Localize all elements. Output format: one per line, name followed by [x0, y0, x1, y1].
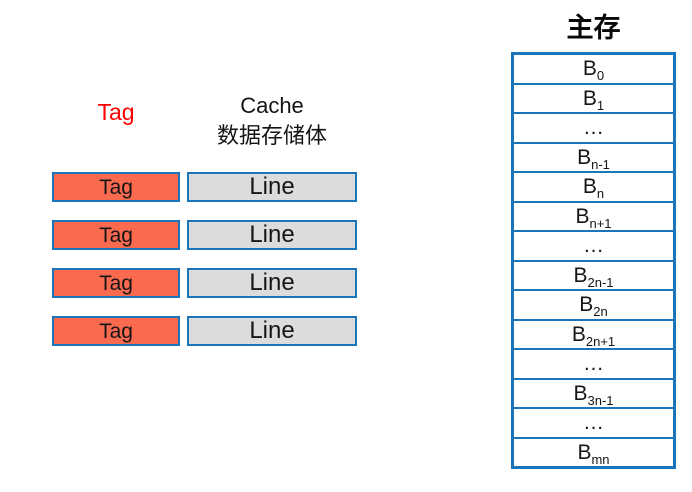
memory-block-row: B3n-1: [514, 377, 673, 408]
memory-block-row: B0: [514, 55, 673, 83]
memory-block-label: B2n-1: [573, 263, 614, 289]
memory-block-label: B0: [582, 57, 605, 83]
memory-block-row: Bmn: [514, 436, 673, 467]
memory-block-label: B3n-1: [573, 381, 614, 407]
memory-block-row: B2n+1: [514, 318, 673, 349]
memory-block-row: Bn-1: [514, 141, 673, 172]
line-box: Line: [187, 172, 357, 202]
cache-column-header: Cache 数据存储体: [182, 91, 362, 151]
cache-column-header-line2: 数据存储体: [216, 123, 327, 148]
cache-row: Tag Line: [52, 220, 357, 250]
memory-block-row: Bn+1: [514, 200, 673, 231]
memory-block-label: …: [583, 411, 604, 435]
cache-row: Tag Line: [52, 172, 357, 202]
main-memory-title: 主存: [566, 13, 621, 43]
memory-block-label: …: [583, 116, 604, 140]
memory-block-label: Bn: [582, 175, 605, 201]
memory-block-row: B1: [514, 82, 673, 113]
tag-box: Tag: [52, 268, 180, 298]
memory-block-row: B2n: [514, 289, 673, 319]
memory-block-label: B1: [582, 86, 605, 112]
memory-block-label: Bn+1: [575, 204, 612, 230]
cache-row: Tag Line: [52, 268, 357, 298]
tag-column-header: Tag: [97, 99, 135, 125]
memory-block-row: …: [514, 348, 673, 378]
tag-box: Tag: [52, 172, 180, 202]
memory-block-row: B2n-1: [514, 259, 673, 290]
line-box: Line: [187, 316, 357, 346]
memory-block-label: …: [583, 352, 604, 376]
tag-box: Tag: [52, 316, 180, 346]
memory-block-label: Bmn: [577, 440, 610, 466]
memory-block-row: Bn: [514, 171, 673, 201]
cache-row: Tag Line: [52, 316, 357, 346]
memory-block-label: B2n+1: [571, 322, 616, 348]
memory-block-label: …: [583, 234, 604, 258]
line-box: Line: [187, 268, 357, 298]
memory-block-row: …: [514, 230, 673, 260]
memory-block-row: …: [514, 112, 673, 142]
memory-block-label: Bn-1: [577, 145, 610, 171]
line-box: Line: [187, 220, 357, 250]
memory-block-label: B2n: [579, 293, 608, 319]
main-memory-table: B0 B1 … Bn-1 Bn Bn+1 … B2n-1 B2n B2n+1 ……: [511, 52, 676, 469]
memory-block-row: …: [514, 407, 673, 437]
cache-column-header-line1: Cache: [240, 93, 304, 118]
tag-box: Tag: [52, 220, 180, 250]
